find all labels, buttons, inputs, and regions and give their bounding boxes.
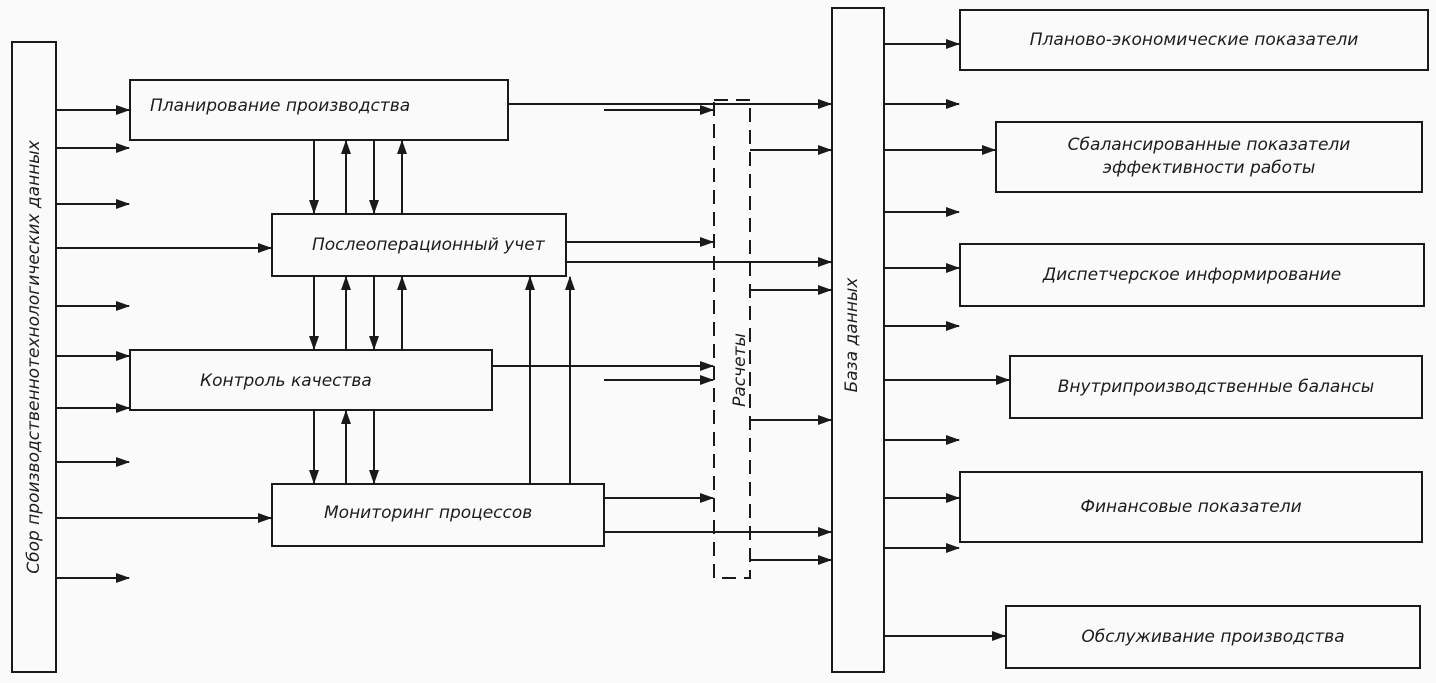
output-label-3: Диспетчерское информирование bbox=[1042, 264, 1342, 285]
arrows-between-processes bbox=[309, 140, 407, 484]
output-box-4 bbox=[1009, 355, 1423, 419]
db-bar-label: База данных bbox=[842, 277, 862, 393]
calc-bar-label: Расчеты bbox=[730, 333, 750, 407]
arrows-db-to-outputs bbox=[884, 39, 1010, 641]
arrows-to-calc bbox=[492, 99, 832, 537]
process-box-quality bbox=[129, 349, 493, 411]
output-box-6 bbox=[1005, 605, 1421, 669]
output-box-5 bbox=[959, 471, 1423, 543]
process-label-planning: Планирование производства bbox=[150, 95, 411, 116]
output-box-1 bbox=[959, 9, 1429, 71]
process-box-accounting bbox=[271, 213, 567, 277]
db-bar-box bbox=[831, 7, 885, 673]
process-label-accounting: Послеоперационный учет bbox=[312, 235, 545, 255]
process-label-monitoring: Мониторинг процессов bbox=[324, 503, 533, 523]
arrows-left-to-processes bbox=[56, 105, 272, 583]
output-label-2: Сбалансированные показатели эффективност… bbox=[1067, 135, 1351, 178]
arrows-calc-to-db bbox=[750, 145, 832, 565]
output-label-4: Внутрипроизводственные балансы bbox=[1057, 376, 1375, 397]
output-box-3 bbox=[959, 243, 1425, 307]
output-box-2 bbox=[995, 121, 1423, 193]
output-label-6: Обслуживание производства bbox=[1081, 626, 1345, 647]
calc-bar-box bbox=[713, 99, 751, 579]
process-box-planning bbox=[129, 79, 509, 141]
left-bar-label: Сбор производственнотехнологических данн… bbox=[24, 140, 44, 574]
output-label-5: Финансовые показатели bbox=[1080, 496, 1302, 517]
process-label-quality: Контроль качества bbox=[200, 371, 372, 391]
output-label-1: Планово-экономические показатели bbox=[1029, 29, 1359, 50]
arrows-feedback bbox=[525, 276, 575, 484]
process-box-monitoring bbox=[271, 483, 605, 547]
